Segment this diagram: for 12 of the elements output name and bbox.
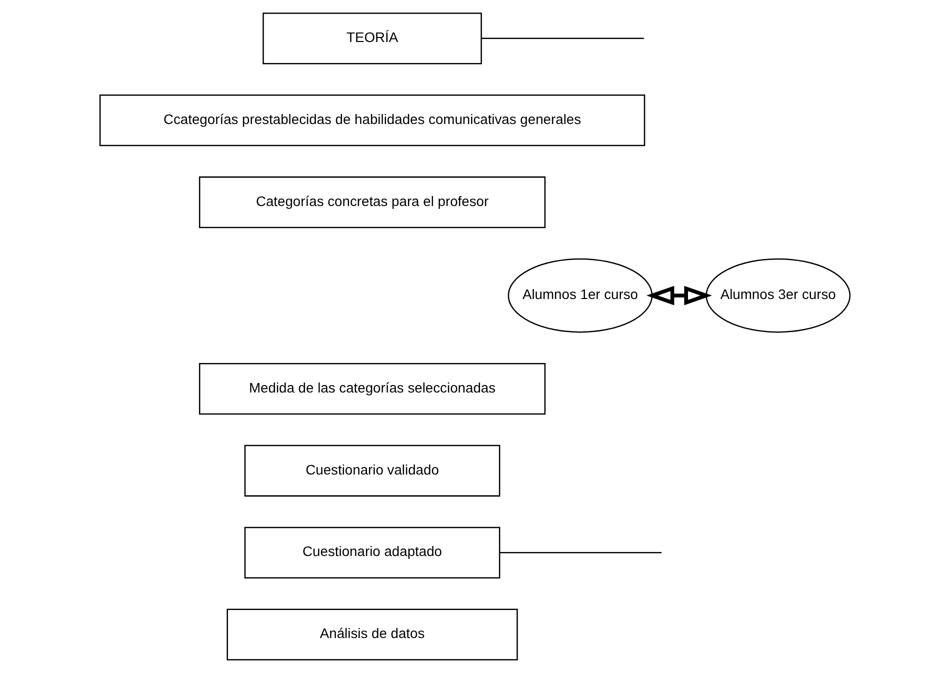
node-box: Cuestionario validado: [244, 444, 500, 497]
node-box: Ccategorías prestablecidas de habilidades comunicativas generales: [98, 94, 645, 146]
node-box: Análisis de datos: [226, 608, 518, 660]
node-ellipse: Alumnos 1er curso: [507, 258, 652, 333]
node-box: Medida de las categorías seleccionadas: [198, 362, 546, 415]
connector: [499, 552, 662, 554]
node-ellipse: Alumnos 3er curso: [705, 258, 850, 333]
node-box: TEORÍA: [262, 12, 482, 64]
arrow: [646, 286, 712, 306]
node-box: Cuestionario adaptado: [244, 526, 500, 578]
connector: [481, 38, 644, 40]
node-box: Categorías concretas para el profesor: [198, 176, 546, 228]
